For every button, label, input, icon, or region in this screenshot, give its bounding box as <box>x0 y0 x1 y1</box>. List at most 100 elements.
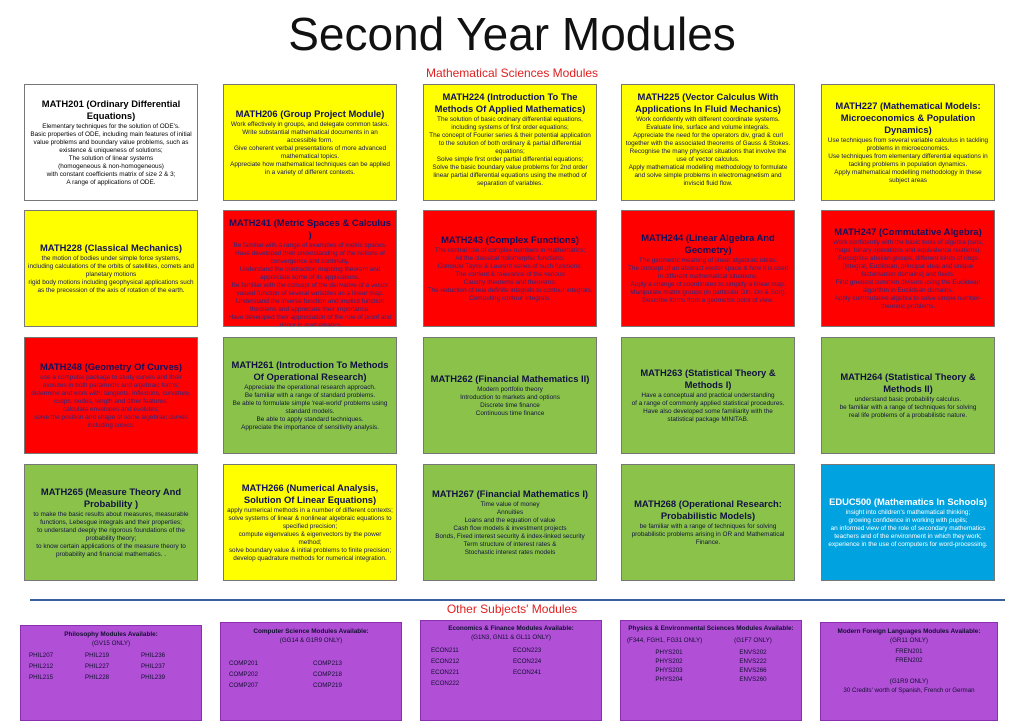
module-title: MATH262 (Financial Mathematics II) <box>430 373 590 384</box>
module-card-math228: MATH228 (Classical Mechanics) the motion… <box>24 210 198 327</box>
module-code: PHYS202 <box>655 658 683 665</box>
module-code: ECON211 <box>431 647 459 654</box>
module-code: PHIL215 <box>29 674 54 681</box>
other-card-restriction: (G1N3, GN11 & GL11 ONLY) <box>471 634 551 641</box>
module-code: COMP213 <box>313 660 342 667</box>
module-card-math266: MATH266 (Numerical Analysis, Solution Of… <box>223 464 397 581</box>
module-card-math244: MATH244 (Linear Algebra And Geometry) Th… <box>621 210 795 327</box>
module-code: ECON212 <box>431 658 460 665</box>
module-description: understand basic probability calculus. b… <box>839 396 977 419</box>
module-description: use a computer package to study curves a… <box>31 374 191 429</box>
other-card-physics-environmental: Physics & Environmental Sciences Modules… <box>620 620 802 721</box>
module-title: MATH224 (Introduction To The Methods Of … <box>434 91 586 114</box>
module-code: FREN202 <box>895 657 923 664</box>
module-code: ENVS222 <box>739 658 767 665</box>
module-description: Be familiar with a range of examples of … <box>228 242 392 327</box>
section-heading-math: Mathematical Sciences Modules <box>425 66 599 80</box>
module-description: insight into children's mathematical thi… <box>828 509 988 548</box>
module-code: COMP219 <box>313 682 342 689</box>
module-code: COMP218 <box>313 671 342 678</box>
module-title: MATH241 (Metric Spaces & Calculus ) <box>229 217 391 240</box>
module-description: The central role of complex numbers in m… <box>427 247 593 302</box>
module-description: Work confidently with the basic tools of… <box>832 239 984 310</box>
module-card-math263: MATH263 (Statistical Theory & Methods I)… <box>621 337 795 454</box>
section-heading-other: Other Subjects' Modules <box>446 602 578 616</box>
environmental-column: (G1F7 ONLY) ENVS202 ENVS222 ENVS266 ENVS… <box>711 636 795 684</box>
module-code-grid: PHIL207 PHIL219 PHIL236 PHIL212 PHIL227 … <box>29 651 193 682</box>
module-title: MATH227 (Mathematical Models: Microecono… <box>835 100 981 135</box>
module-title: MATH206 (Group Project Module) <box>235 108 385 119</box>
module-description: Time value of money Annuities Loans and … <box>435 501 585 556</box>
module-title: MATH264 (Statistical Theory & Methods II… <box>840 371 976 394</box>
module-code: PHIL227 <box>85 663 110 670</box>
other-card-restriction: (GR11 ONLY) <box>890 637 928 644</box>
module-description: Appreciate the operational research appr… <box>232 384 388 431</box>
module-description: the motion of bodies under simple force … <box>28 255 194 294</box>
module-title: MATH248 (Geometry Of Curves) <box>39 361 183 372</box>
module-title: MATH244 (Linear Algebra And Geometry) <box>641 232 775 255</box>
physics-column: (F344, FGH1, FG31 ONLY) PHYS201 PHYS202 … <box>627 636 711 684</box>
module-code: PHIL207 <box>29 652 54 659</box>
module-title: MATH225 (Vector Calculus With Applicatio… <box>635 91 781 114</box>
module-card-math267: MATH267 (Financial Mathematics I) Time v… <box>423 464 597 581</box>
module-code: ENVS202 <box>739 649 767 656</box>
module-title: MATH267 (Financial Mathematics I) <box>431 488 589 499</box>
module-card-math227: MATH227 (Mathematical Models: Microecono… <box>821 84 995 201</box>
section-divider <box>30 599 1005 601</box>
module-code: PHIL219 <box>85 652 110 659</box>
module-code: ECON224 <box>513 658 542 665</box>
other-card-restriction: (F344, FGH1, FG31 ONLY) <box>627 637 703 644</box>
module-code: ENVS266 <box>739 667 767 674</box>
module-code: ENVS260 <box>739 676 767 683</box>
module-card-math224: MATH224 (Introduction To The Methods Of … <box>423 84 597 201</box>
other-card-title: Philosophy Modules Available: <box>64 631 158 638</box>
module-title: EDUC500 (Mathematics In Schools) <box>829 496 987 507</box>
module-code: COMP202 <box>229 671 258 678</box>
module-description: Work effectively in groups, and delegate… <box>230 121 390 176</box>
module-title: MATH263 (Statistical Theory & Methods I) <box>640 367 776 390</box>
module-code: PHIL239 <box>141 674 166 681</box>
module-code: ECON222 <box>431 680 460 687</box>
module-code: PHYS201 <box>655 649 683 656</box>
module-code: ECON221 <box>431 669 460 676</box>
module-card-math241: MATH241 (Metric Spaces & Calculus ) Be f… <box>223 210 397 327</box>
module-code: ECON223 <box>513 647 542 654</box>
module-description: Use techniques from several variable cal… <box>827 137 989 184</box>
module-code-grid: COMP201 COMP213 COMP202 COMP218 COMP207 … <box>229 659 393 690</box>
module-code: COMP207 <box>229 682 258 689</box>
module-title: MATH247 (Commutative Algebra) <box>834 226 982 237</box>
module-title: MATH201 (Ordinary Differential Equations… <box>41 98 181 121</box>
module-description: Have a conceptual and practical understa… <box>631 392 785 423</box>
other-card-restriction: (GG14 & G1R9 ONLY) <box>279 637 343 644</box>
module-card-math201: MATH201 (Ordinary Differential Equations… <box>24 84 198 201</box>
module-card-math268: MATH268 (Operational Research: Probabili… <box>621 464 795 581</box>
other-card-title: Modern Foreign Languages Modules Availab… <box>837 628 981 635</box>
module-code: PHIL228 <box>85 674 110 681</box>
module-card-math243: MATH243 (Complex Functions) The central … <box>423 210 597 327</box>
module-code: PHIL212 <box>29 663 54 670</box>
other-card-computer-science: Computer Science Modules Available: (GG1… <box>220 622 402 721</box>
module-code: ECON241 <box>513 669 542 676</box>
module-title: MATH265 (Measure Theory And Probability … <box>40 486 182 509</box>
module-title: MATH228 (Classical Mechanics) <box>39 242 183 253</box>
page-title: Second Year Modules <box>288 8 736 60</box>
module-code: PHIL237 <box>141 663 166 670</box>
module-description: to make the basic results about measures… <box>33 511 189 558</box>
other-card-restriction-2: (G1R9 ONLY) <box>889 678 929 685</box>
other-card-philosophy: Philosophy Modules Available: (GV15 ONLY… <box>20 625 202 721</box>
module-title: MATH243 (Complex Functions) <box>441 234 579 245</box>
other-card-restriction: (GV15 ONLY) <box>91 640 131 647</box>
module-card-math248: MATH248 (Geometry Of Curves) use a compu… <box>24 337 198 454</box>
module-code: PHYS204 <box>655 676 683 683</box>
module-card-math262: MATH262 (Financial Mathematics II) Moder… <box>423 337 597 454</box>
other-card-languages: Modern Foreign Languages Modules Availab… <box>820 622 998 721</box>
module-card-math264: MATH264 (Statistical Theory & Methods II… <box>821 337 995 454</box>
module-card-math247: MATH247 (Commutative Algebra) Work confi… <box>821 210 995 327</box>
module-description: The solution of basic ordinary different… <box>429 116 591 187</box>
module-code: FREN201 <box>895 648 923 655</box>
module-code: PHYS203 <box>655 667 683 674</box>
module-description: The geometric meaning of linear algebrai… <box>627 257 789 304</box>
other-card-title: Computer Science Modules Available: <box>253 628 369 635</box>
module-card-math225: MATH225 (Vector Calculus With Applicatio… <box>621 84 795 201</box>
module-code: PHIL236 <box>141 652 166 659</box>
